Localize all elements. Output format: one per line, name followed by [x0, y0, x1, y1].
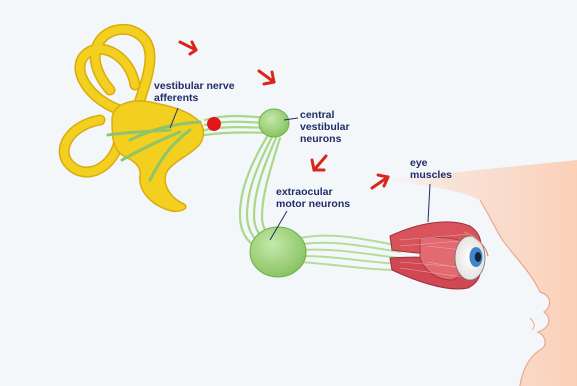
arrow-icon: [372, 175, 388, 188]
label-central-vestibular-neurons: central vestibular neurons: [300, 109, 350, 145]
label-line: afferents: [154, 92, 235, 104]
inner-ear-labyrinth: [64, 29, 203, 211]
leader-line: [428, 184, 430, 222]
label-extraocular-motor-neurons: extraocular motor neurons: [276, 186, 350, 210]
motor-to-muscle-fibers: [300, 236, 400, 270]
label-line: muscles: [410, 169, 452, 181]
label-line: motor neurons: [276, 198, 350, 210]
synapse-dot: [207, 117, 221, 131]
label-line: extraocular: [276, 186, 350, 198]
central-vestibular-neuron-cell: [259, 109, 289, 137]
label-line: neurons: [300, 133, 350, 145]
arrow-icon: [312, 156, 326, 170]
label-line: vestibular: [300, 121, 350, 133]
label-eye-muscles: eye muscles: [410, 157, 452, 181]
arrow-icon: [259, 71, 274, 84]
label-line: eye: [410, 157, 452, 169]
label-line: central: [300, 109, 350, 121]
arrow-icon: [180, 42, 196, 54]
label-vestibular-nerve-afferents: vestibular nerve afferents: [154, 80, 235, 104]
extraocular-motor-neuron-cell: [250, 227, 306, 277]
label-line: vestibular nerve: [154, 80, 235, 92]
eye-with-muscles: [390, 222, 488, 289]
